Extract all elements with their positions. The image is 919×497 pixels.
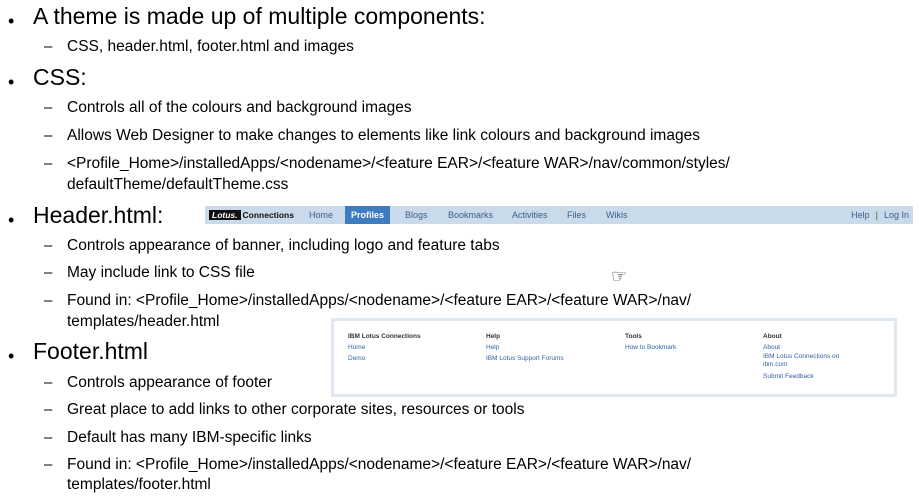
lotus-connections-logo: Lotus.Connections <box>209 209 294 221</box>
logo-connections: Connections <box>242 210 294 220</box>
dash-icon: – <box>44 127 53 144</box>
footer-column: Help Help IBM Lotus Support Forums <box>486 331 564 364</box>
bullet-item: Controls all of the colours and backgrou… <box>67 99 412 116</box>
footer-link[interactable]: How to Bookmark <box>625 344 677 351</box>
logo-lotus: Lotus. <box>209 210 241 220</box>
tab-blogs[interactable]: Blogs <box>405 210 428 220</box>
tab-activities[interactable]: Activities <box>512 210 548 220</box>
bullet-item: Great place to add links to other corpor… <box>67 401 525 418</box>
section-title-footer: Footer.html <box>33 338 149 364</box>
bullet-icon: • <box>8 210 15 230</box>
footer-link[interactable]: Submit Feedback <box>763 373 814 380</box>
help-link[interactable]: Help <box>851 210 870 220</box>
footer-column-heading: Help <box>486 333 501 340</box>
link-separator: | <box>875 210 878 220</box>
banner-user-links: Help | Log In <box>851 206 909 224</box>
path-line-header-cont: templates/header.html <box>67 313 220 330</box>
footer-link[interactable]: Home <box>348 344 366 351</box>
dash-icon: – <box>44 456 53 473</box>
tab-profiles[interactable]: Profiles <box>345 206 391 224</box>
bullet-item: CSS, header.html, footer.html and images <box>67 38 354 55</box>
tab-bookmarks[interactable]: Bookmarks <box>448 210 494 220</box>
header-banner-preview: Lotus.Connections Home Profiles Blogs Bo… <box>205 206 913 224</box>
login-link[interactable]: Log In <box>883 210 909 220</box>
dash-icon: – <box>44 237 53 254</box>
path-line-footer: Found in: <Profile_Home>/installedApps/<… <box>67 456 692 473</box>
dash-icon: – <box>44 38 53 55</box>
bullet-icon: • <box>8 346 15 366</box>
footer-link[interactable]: IBM Lotus Connections on ibm.com <box>763 353 840 368</box>
bullet-item: Default has many IBM-specific links <box>67 429 312 446</box>
path-line-footer-cont: templates/footer.html <box>67 476 211 493</box>
dash-icon: – <box>44 99 53 116</box>
pointing-hand-cursor-icon: ☞ <box>611 266 628 286</box>
dash-icon: – <box>44 292 53 309</box>
footer-column-heading: About <box>763 333 782 340</box>
section-title-theme: A theme is made up of multiple component… <box>33 3 486 29</box>
tab-home[interactable]: Home <box>309 210 334 220</box>
footer-column: About About IBM Lotus Connections on ibm… <box>763 331 848 382</box>
path-line-css: <Profile_Home>/installedApps/<nodename>/… <box>67 155 730 172</box>
bullet-item: Allows Web Designer to make changes to e… <box>67 127 700 144</box>
tab-wikis[interactable]: Wikis <box>606 210 628 220</box>
path-line-css-cont: defaultTheme/defaultTheme.css <box>67 176 289 193</box>
bullet-icon: • <box>8 11 15 31</box>
tab-files[interactable]: Files <box>567 210 587 220</box>
dash-icon: – <box>44 155 53 172</box>
dash-icon: – <box>44 374 53 391</box>
footer-link[interactable]: Help <box>486 344 500 351</box>
footer-column: Tools How to Bookmark <box>625 331 676 353</box>
dash-icon: – <box>44 429 53 446</box>
bullet-icon: • <box>8 72 15 92</box>
footer-column-heading: Tools <box>625 333 642 340</box>
footer-column: IBM Lotus Connections Home Demo <box>348 331 421 364</box>
bullet-item: May include link to CSS file <box>67 264 255 281</box>
footer-link[interactable]: IBM Lotus Support Forums <box>486 355 564 362</box>
footer-column-heading: IBM Lotus Connections <box>348 333 421 340</box>
section-title-header: Header.html: <box>33 202 164 228</box>
section-title-css: CSS: <box>33 64 87 90</box>
footer-preview: IBM Lotus Connections Home Demo Help Hel… <box>331 318 897 397</box>
dash-icon: – <box>44 401 53 418</box>
bullet-item: Controls appearance of banner, including… <box>67 237 500 254</box>
path-line-header: Found in: <Profile_Home>/installedApps/<… <box>67 292 692 309</box>
footer-link[interactable]: Demo <box>348 355 366 362</box>
footer-link[interactable]: About <box>763 344 780 351</box>
bullet-item: Controls appearance of footer <box>67 374 273 391</box>
dash-icon: – <box>44 264 53 281</box>
